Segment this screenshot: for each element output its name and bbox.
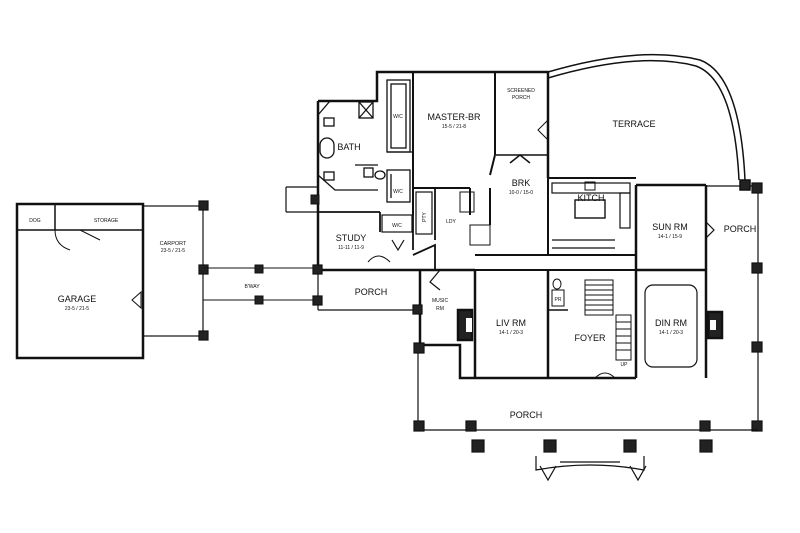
label-music: MUSIC [432, 298, 449, 304]
music-room-walls [418, 269, 475, 380]
label-dog: DOG [29, 218, 41, 224]
label-porch-mid: PORCH [355, 287, 388, 297]
garage-structure [15, 202, 145, 360]
kitchen-walls [475, 177, 636, 271]
label-wic-top: W/C [393, 114, 403, 120]
label-ldy: LDY [446, 219, 456, 225]
east-porch [705, 182, 763, 432]
label-porch-east: PORCH [724, 224, 757, 234]
master-walls [413, 72, 496, 225]
bath-bay [317, 100, 386, 191]
carport-structure [142, 200, 209, 341]
room-labels: DOG STORAGE GARAGE 23-5 / 21-5 CARPORT 2… [29, 88, 756, 420]
label-kitch: KITCH [578, 193, 605, 203]
label-screened: SCREENED [507, 88, 535, 94]
label-storage: STORAGE [94, 218, 119, 224]
label-up: UP [621, 362, 629, 368]
label-liv-rm-size: 14-1 / 20-3 [499, 330, 523, 336]
label-music-rm: RM [436, 306, 444, 312]
label-study-size: 11-11 / 11-9 [338, 245, 364, 251]
mid-porch [312, 264, 423, 315]
label-bway: B'WAY [244, 284, 260, 290]
label-wic-mid: W/C [393, 189, 403, 195]
label-porch-front: PORCH [510, 410, 543, 420]
living-foyer-walls [456, 270, 636, 380]
label-brk: BRK [512, 178, 531, 188]
label-pty: PTY [422, 211, 428, 221]
label-master-br-size: 15-5 / 21-8 [442, 124, 466, 130]
label-carport: CARPORT [160, 241, 187, 247]
label-master-br: MASTER-BR [427, 112, 481, 122]
study-area-walls [318, 188, 491, 270]
stairs [584, 279, 632, 379]
label-sun-rm: SUN RM [652, 222, 688, 232]
label-study: STUDY [336, 233, 367, 243]
east-wing-walls [634, 183, 724, 378]
label-screened-porch: PORCH [512, 95, 530, 101]
front-porch [413, 342, 758, 482]
label-brk-size: 10-0 / 15-0 [509, 190, 533, 196]
label-garage-size: 23-5 / 21-5 [65, 306, 89, 312]
label-pr: PR [555, 297, 562, 303]
label-garage: GARAGE [58, 294, 97, 304]
breezeway-structure [203, 264, 318, 305]
label-din-rm: DIN RM [655, 318, 687, 328]
label-sun-rm-size: 14-1 / 15-9 [658, 234, 682, 240]
label-din-rm-size: 14-1 / 20-3 [659, 330, 683, 336]
label-terrace: TERRACE [612, 119, 655, 129]
terrace-outline [547, 53, 751, 191]
label-foyer: FOYER [574, 333, 606, 343]
label-bath: BATH [337, 142, 360, 152]
label-liv-rm: LIV RM [496, 318, 526, 328]
screened-porch-walls [496, 118, 549, 164]
label-carport-size: 23-5 / 21-5 [161, 248, 185, 254]
label-wic-study: W/C [392, 223, 402, 229]
west-wing-walls [285, 70, 550, 272]
